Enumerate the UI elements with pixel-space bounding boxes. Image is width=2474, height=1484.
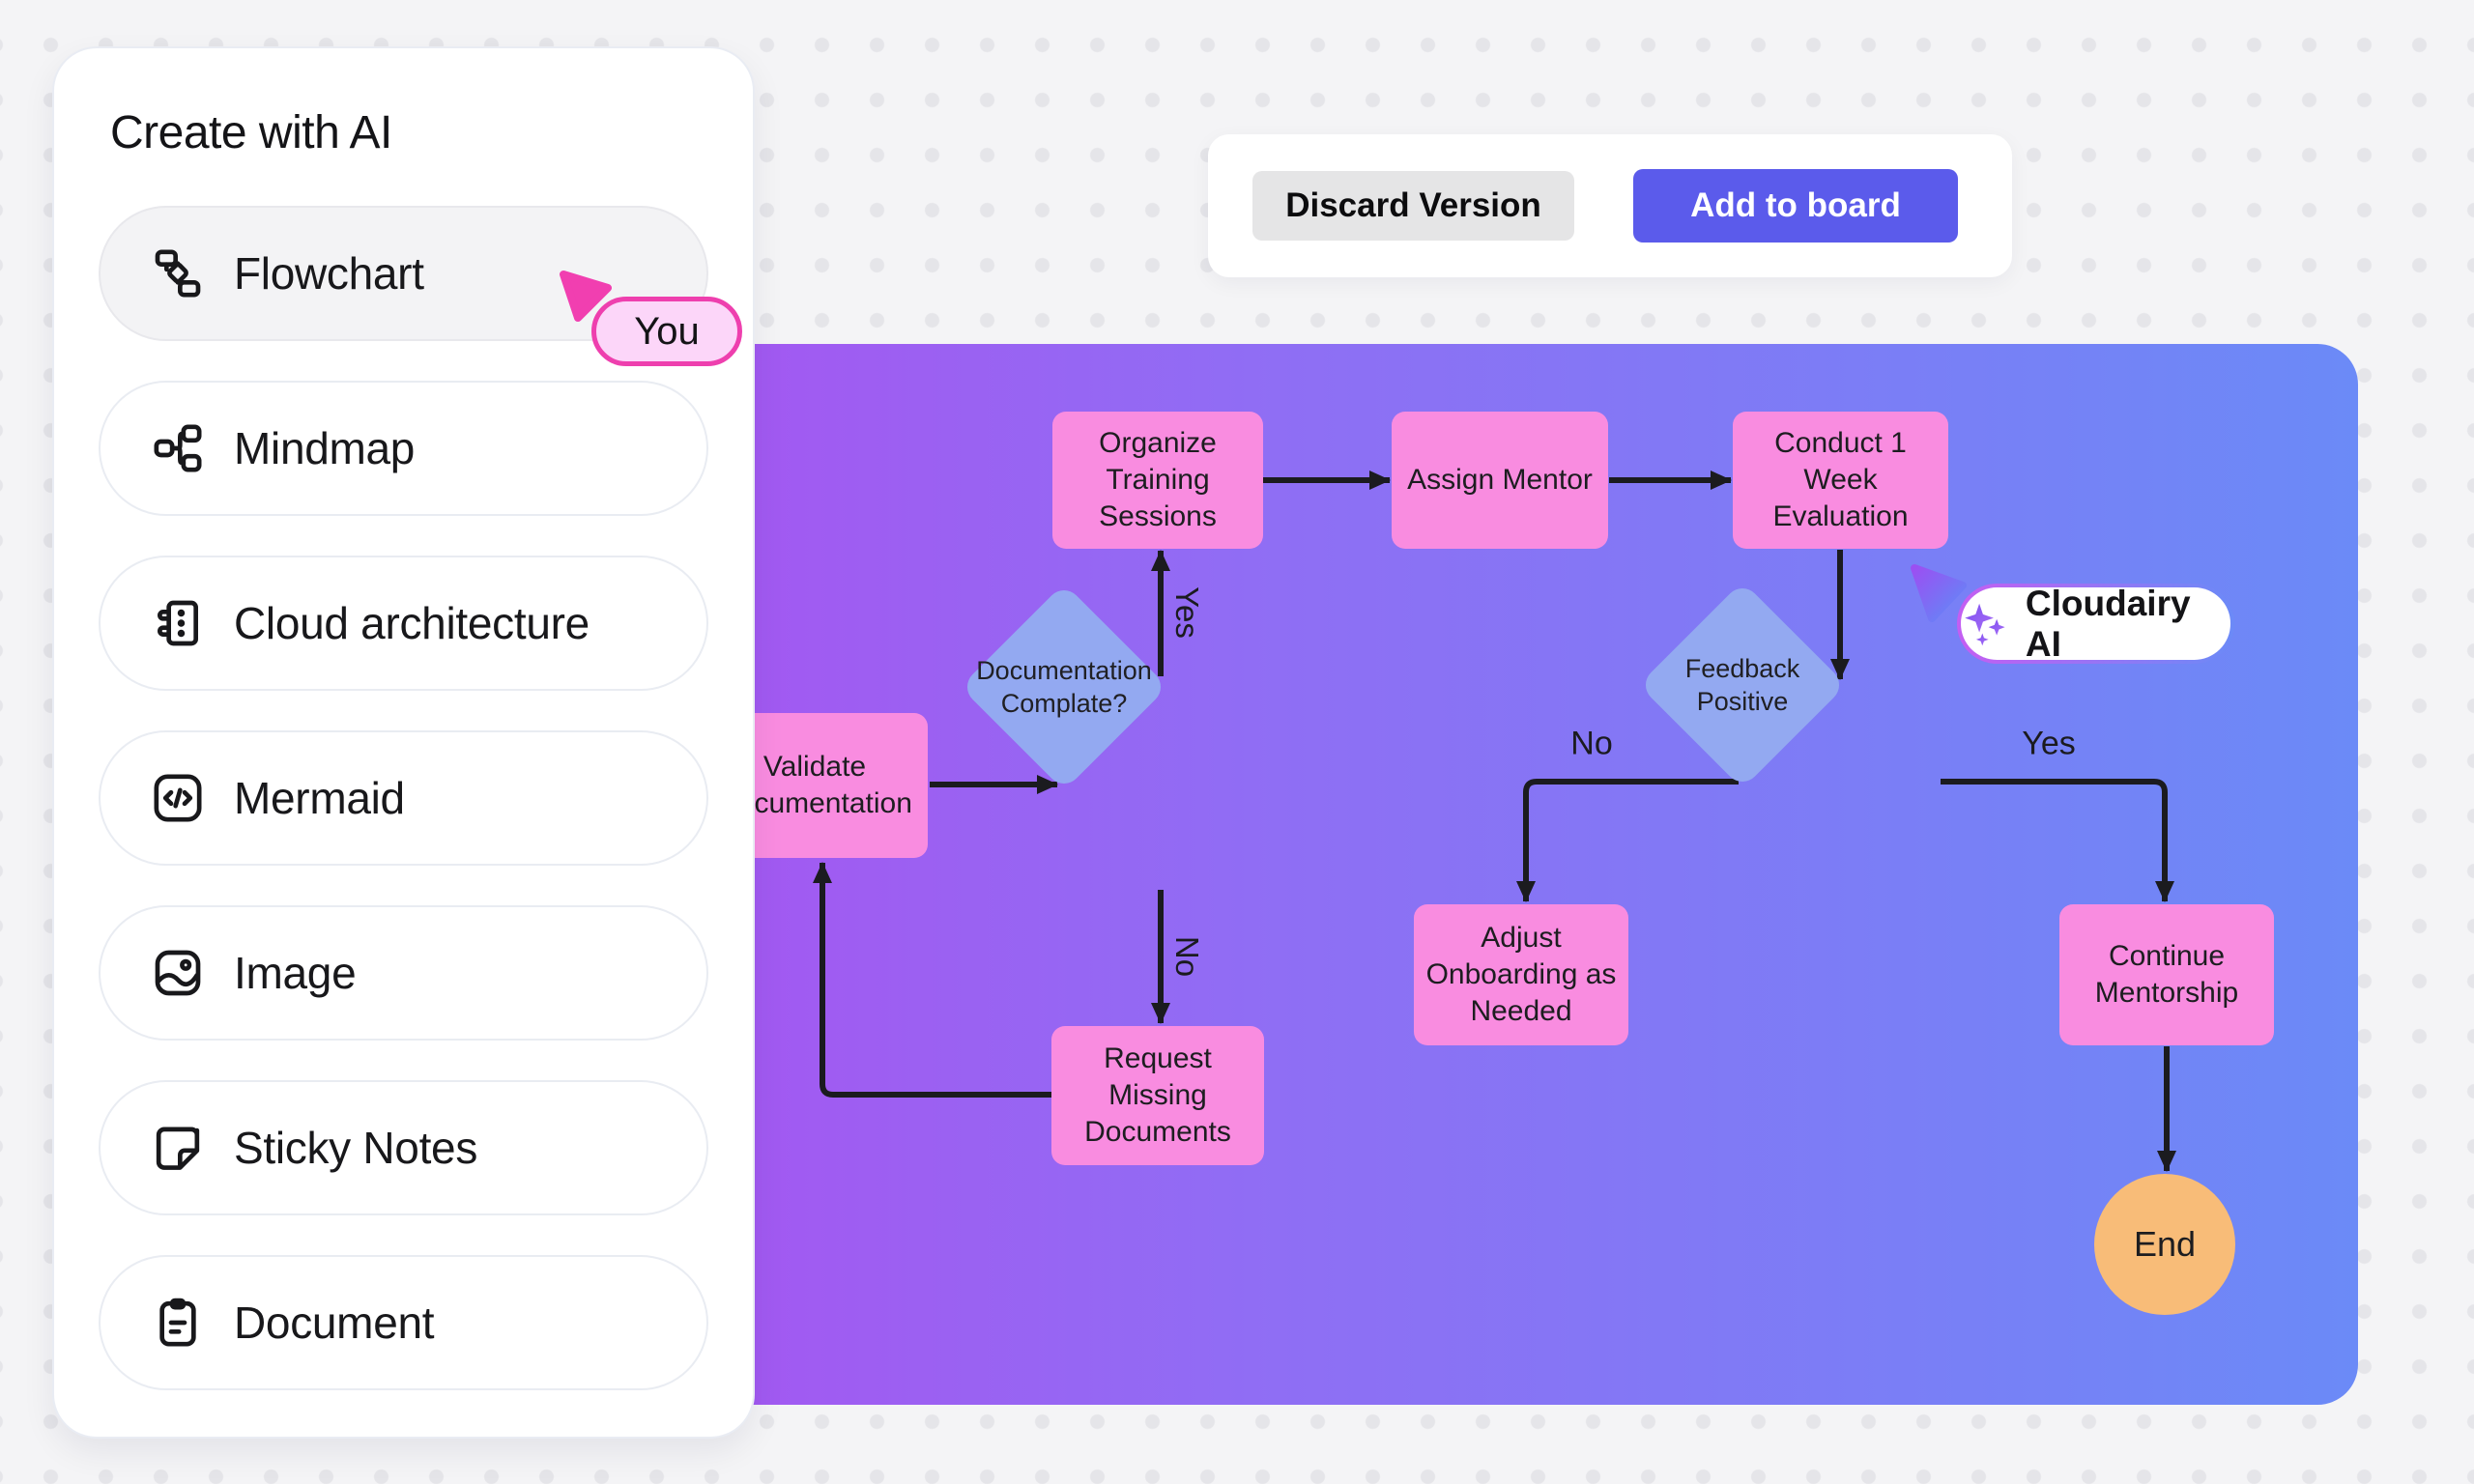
- you-cursor-icon: [560, 271, 612, 322]
- decision-label: Documentation Complate?: [976, 656, 1152, 718]
- node-organize-training-sessions[interactable]: Organize Training Sessions: [1052, 412, 1263, 549]
- mindmap-icon: [151, 421, 205, 475]
- you-tag: You: [591, 297, 742, 366]
- edge-feedback-yes-continue: [1941, 779, 2174, 902]
- node-documentation-complete-decision[interactable]: Documentation Complate?: [960, 583, 1168, 791]
- panel-title: Create with AI: [110, 107, 392, 158]
- node-continue-mentorship[interactable]: Continue Mentorship: [2059, 904, 2274, 1045]
- discard-version-button[interactable]: Discard Version: [1252, 171, 1574, 241]
- ai-cursor-icon: [1911, 564, 1967, 622]
- edge-label-no-vertical: No: [1169, 935, 1205, 978]
- node-conduct-1-week-evaluation[interactable]: Conduct 1 Week Evaluation: [1733, 412, 1948, 549]
- node-adjust-onboarding-as-needed[interactable]: Adjust Onboarding as Needed: [1414, 904, 1628, 1045]
- mermaid-icon: [151, 771, 205, 825]
- menu-item-mindmap[interactable]: Mindmap: [99, 381, 708, 516]
- menu-item-image[interactable]: Image: [99, 905, 708, 1041]
- menu-item-label: Flowchart: [234, 248, 424, 299]
- menu-item-label: Mindmap: [234, 423, 416, 473]
- version-toolbar: Discard Version Add to board: [1208, 134, 2012, 277]
- edge-label-yes-vertical: Yes: [1169, 586, 1205, 639]
- menu-item-mermaid[interactable]: Mermaid: [99, 730, 708, 866]
- flowchart-icon: [151, 246, 205, 300]
- menu-item-label: Mermaid: [234, 773, 405, 823]
- menu-item-label: Document: [234, 1298, 435, 1348]
- edge-request-validate: [813, 862, 1051, 1098]
- node-end[interactable]: End: [2094, 1174, 2235, 1315]
- document-icon: [151, 1296, 205, 1350]
- menu-item-label: Sticky Notes: [234, 1123, 478, 1173]
- menu-item-label: Image: [234, 948, 357, 998]
- node-request-missing-documents[interactable]: Request Missing Documents: [1051, 1026, 1264, 1165]
- edge-label-yes-horizontal: Yes: [2022, 725, 2076, 762]
- you-tag-label: You: [634, 309, 700, 353]
- menu-item-cloud-architecture[interactable]: Cloud architecture: [99, 556, 708, 691]
- sticky-notes-icon: [151, 1121, 205, 1175]
- node-assign-mentor[interactable]: Assign Mentor: [1392, 412, 1608, 549]
- edge-label-no-horizontal: No: [1570, 725, 1613, 762]
- menu-item-label: Cloud architecture: [234, 598, 590, 648]
- cloudairy-ai-tag: Cloudairy AI: [1957, 584, 2234, 664]
- create-with-ai-panel: Create with AI Flowchart Mindmap Cloud a…: [52, 46, 755, 1439]
- menu-item-sticky-notes[interactable]: Sticky Notes: [99, 1080, 708, 1215]
- sparkles-icon: [1965, 603, 2005, 645]
- edge-feedback-no-adjust: [1516, 779, 1739, 902]
- ai-tag-label: Cloudairy AI: [2025, 583, 2191, 664]
- node-feedback-positive-decision[interactable]: Feedback Positive: [1638, 581, 1847, 789]
- decision-label: Feedback Positive: [1684, 654, 1800, 716]
- cloud-architecture-icon: [151, 596, 205, 650]
- add-to-board-button[interactable]: Add to board: [1633, 169, 1958, 243]
- image-icon: [151, 946, 205, 1000]
- menu-item-document[interactable]: Document: [99, 1255, 708, 1390]
